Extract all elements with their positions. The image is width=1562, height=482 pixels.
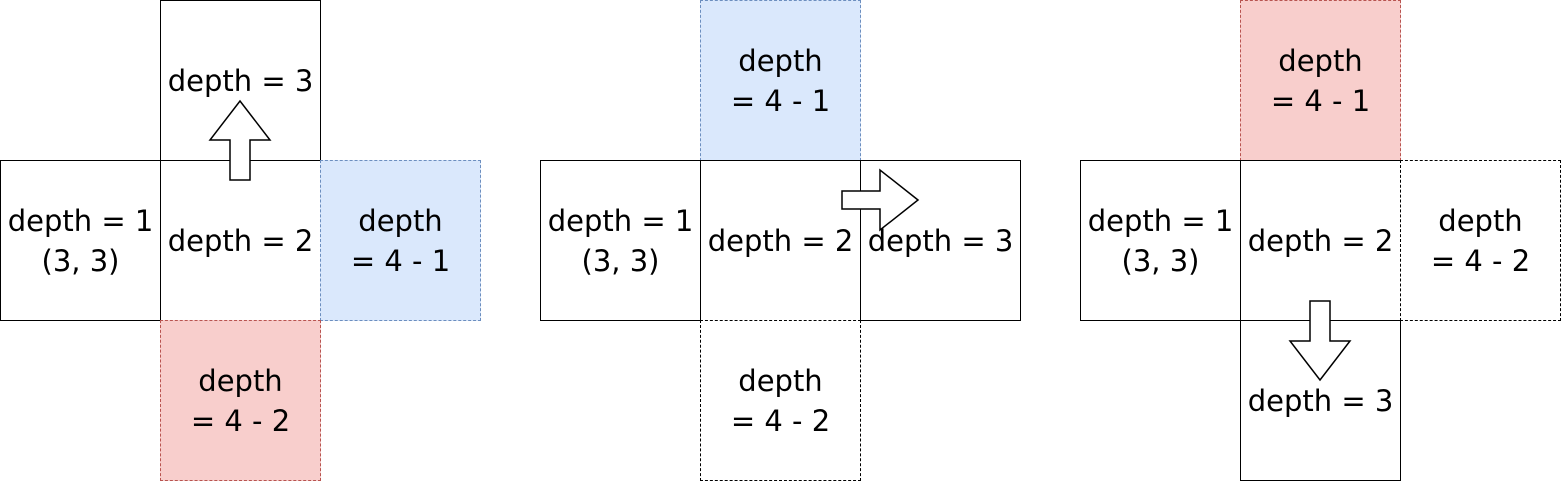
cell-p3-depth4-2: depth = 4 - 2	[1400, 160, 1561, 321]
arrow-down-icon	[1288, 300, 1352, 382]
cell-p2-depth4-2: depth = 4 - 2	[700, 320, 861, 481]
cell-p1-depth1: depth = 1 (3, 3)	[0, 160, 161, 321]
cell-p1-depth4-1: depth = 4 - 1	[320, 160, 481, 321]
cell-text: depth = 1	[7, 203, 154, 238]
cell-p2-depth1: depth = 1 (3, 3)	[540, 160, 701, 321]
cell-text: depth	[738, 43, 823, 78]
cell-text: depth = 3	[167, 63, 314, 98]
cell-text: depth	[1438, 203, 1523, 238]
cell-p3-depth1: depth = 1 (3, 3)	[1080, 160, 1241, 321]
cell-text: depth = 1	[547, 203, 694, 238]
cell-text: = 4 - 1	[730, 83, 831, 118]
cell-text: = 4 - 2	[190, 403, 291, 438]
cell-p1-depth2: depth = 2	[160, 160, 321, 321]
cell-text: depth = 1	[1087, 203, 1234, 238]
cell-text: depth = 2	[1247, 223, 1394, 258]
cell-text: depth = 3	[867, 223, 1014, 258]
cell-text: = 4 - 1	[1270, 83, 1371, 118]
cell-text: (3, 3)	[41, 243, 120, 278]
cell-p3-depth2: depth = 2	[1240, 160, 1401, 321]
cell-text: depth	[358, 203, 443, 238]
arrow-up-icon	[208, 99, 272, 181]
cell-text: depth	[198, 363, 283, 398]
cell-text: depth = 3	[1247, 383, 1394, 418]
cell-text: (3, 3)	[1121, 243, 1200, 278]
cell-text: = 4 - 2	[1430, 243, 1531, 278]
cell-text: (3, 3)	[581, 243, 660, 278]
cell-text: depth = 2	[707, 223, 854, 258]
cell-text: = 4 - 1	[350, 243, 451, 278]
cell-text: depth = 2	[167, 223, 314, 258]
cell-text: depth	[738, 363, 823, 398]
cell-p1-depth4-2: depth = 4 - 2	[160, 320, 321, 481]
cell-p3-depth4-1: depth = 4 - 1	[1240, 0, 1401, 161]
arrow-right-icon	[841, 168, 920, 232]
cell-text: depth	[1278, 43, 1363, 78]
cell-text: = 4 - 2	[730, 403, 831, 438]
cell-p2-depth4-1: depth = 4 - 1	[700, 0, 861, 161]
